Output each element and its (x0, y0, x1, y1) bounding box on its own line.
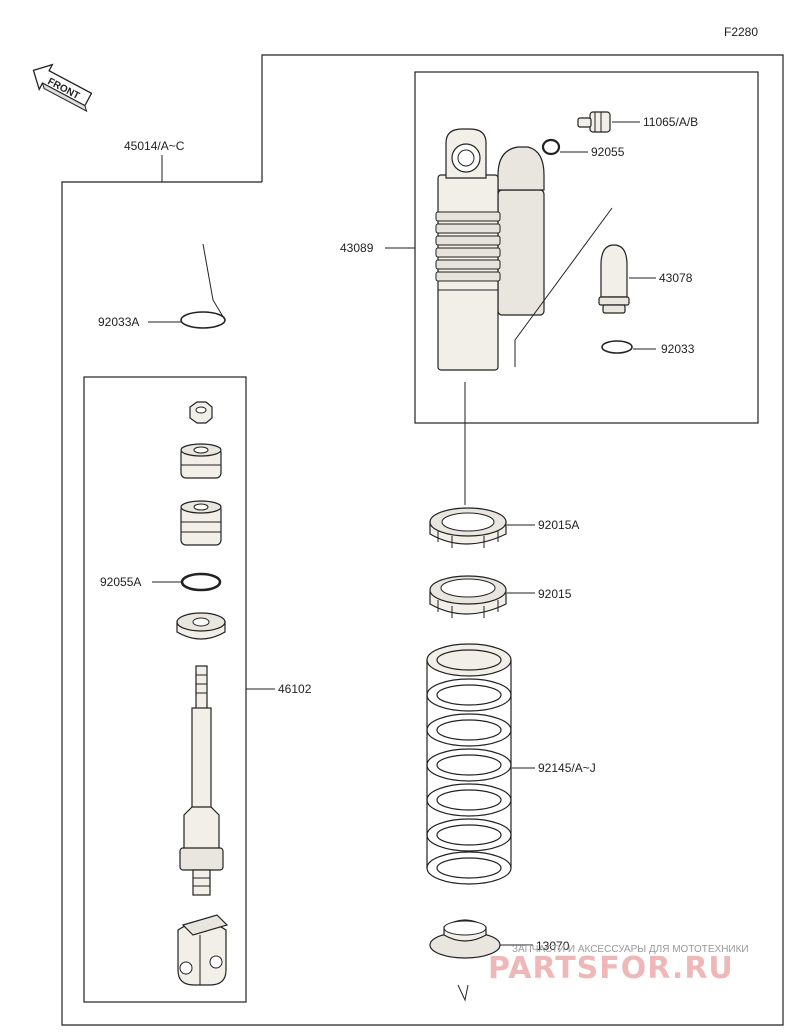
snap-ring-92033a (180, 311, 226, 329)
label-11065: 11065/A/B (643, 115, 698, 129)
label-13070: 13070 (536, 939, 570, 953)
label-92033a: 92033A (98, 315, 139, 329)
label-92015: 92015 (538, 587, 572, 601)
piston-bushing-upper (180, 443, 222, 479)
piston (180, 500, 222, 546)
nut (189, 401, 213, 424)
label-92033: 92033 (661, 342, 695, 356)
clevis (177, 914, 229, 986)
label-46102: 46102 (278, 682, 312, 696)
locknut-92015a (429, 507, 507, 548)
spring-guide-13070 (429, 919, 501, 959)
label-43089: 43089 (340, 241, 374, 255)
oring-92055 (541, 138, 561, 156)
snap-ring-92033 (601, 340, 633, 354)
label-92015a: 92015A (538, 518, 579, 532)
piston-rod (179, 665, 224, 896)
label-43078: 43078 (659, 271, 693, 285)
watermark-logo: PARTSFOR.RU (488, 951, 734, 986)
seal-head (176, 612, 226, 640)
label-92145: 92145/A~J (538, 761, 596, 775)
watermark-tagline: ЗАПЧАСТИ И АКСЕССУАРЫ ДЛЯ МОТОТЕХНИКИ (512, 944, 749, 955)
locknut-92015 (429, 575, 507, 618)
reservoir-cap-43078 (598, 244, 630, 314)
shock-body (435, 128, 545, 371)
front-arrow-icon: FRONT (32, 63, 93, 113)
oring-92055a (180, 572, 222, 592)
valve-11065 (577, 111, 611, 133)
figure-code: F2280 (724, 25, 758, 39)
assembly-frame (61, 54, 784, 1026)
rod-assembly-box (83, 376, 247, 1003)
label-45014: 45014/A~C (124, 139, 185, 153)
label-92055: 92055 (591, 145, 625, 159)
label-92055a: 92055A (100, 575, 141, 589)
spring-92145 (426, 643, 512, 885)
